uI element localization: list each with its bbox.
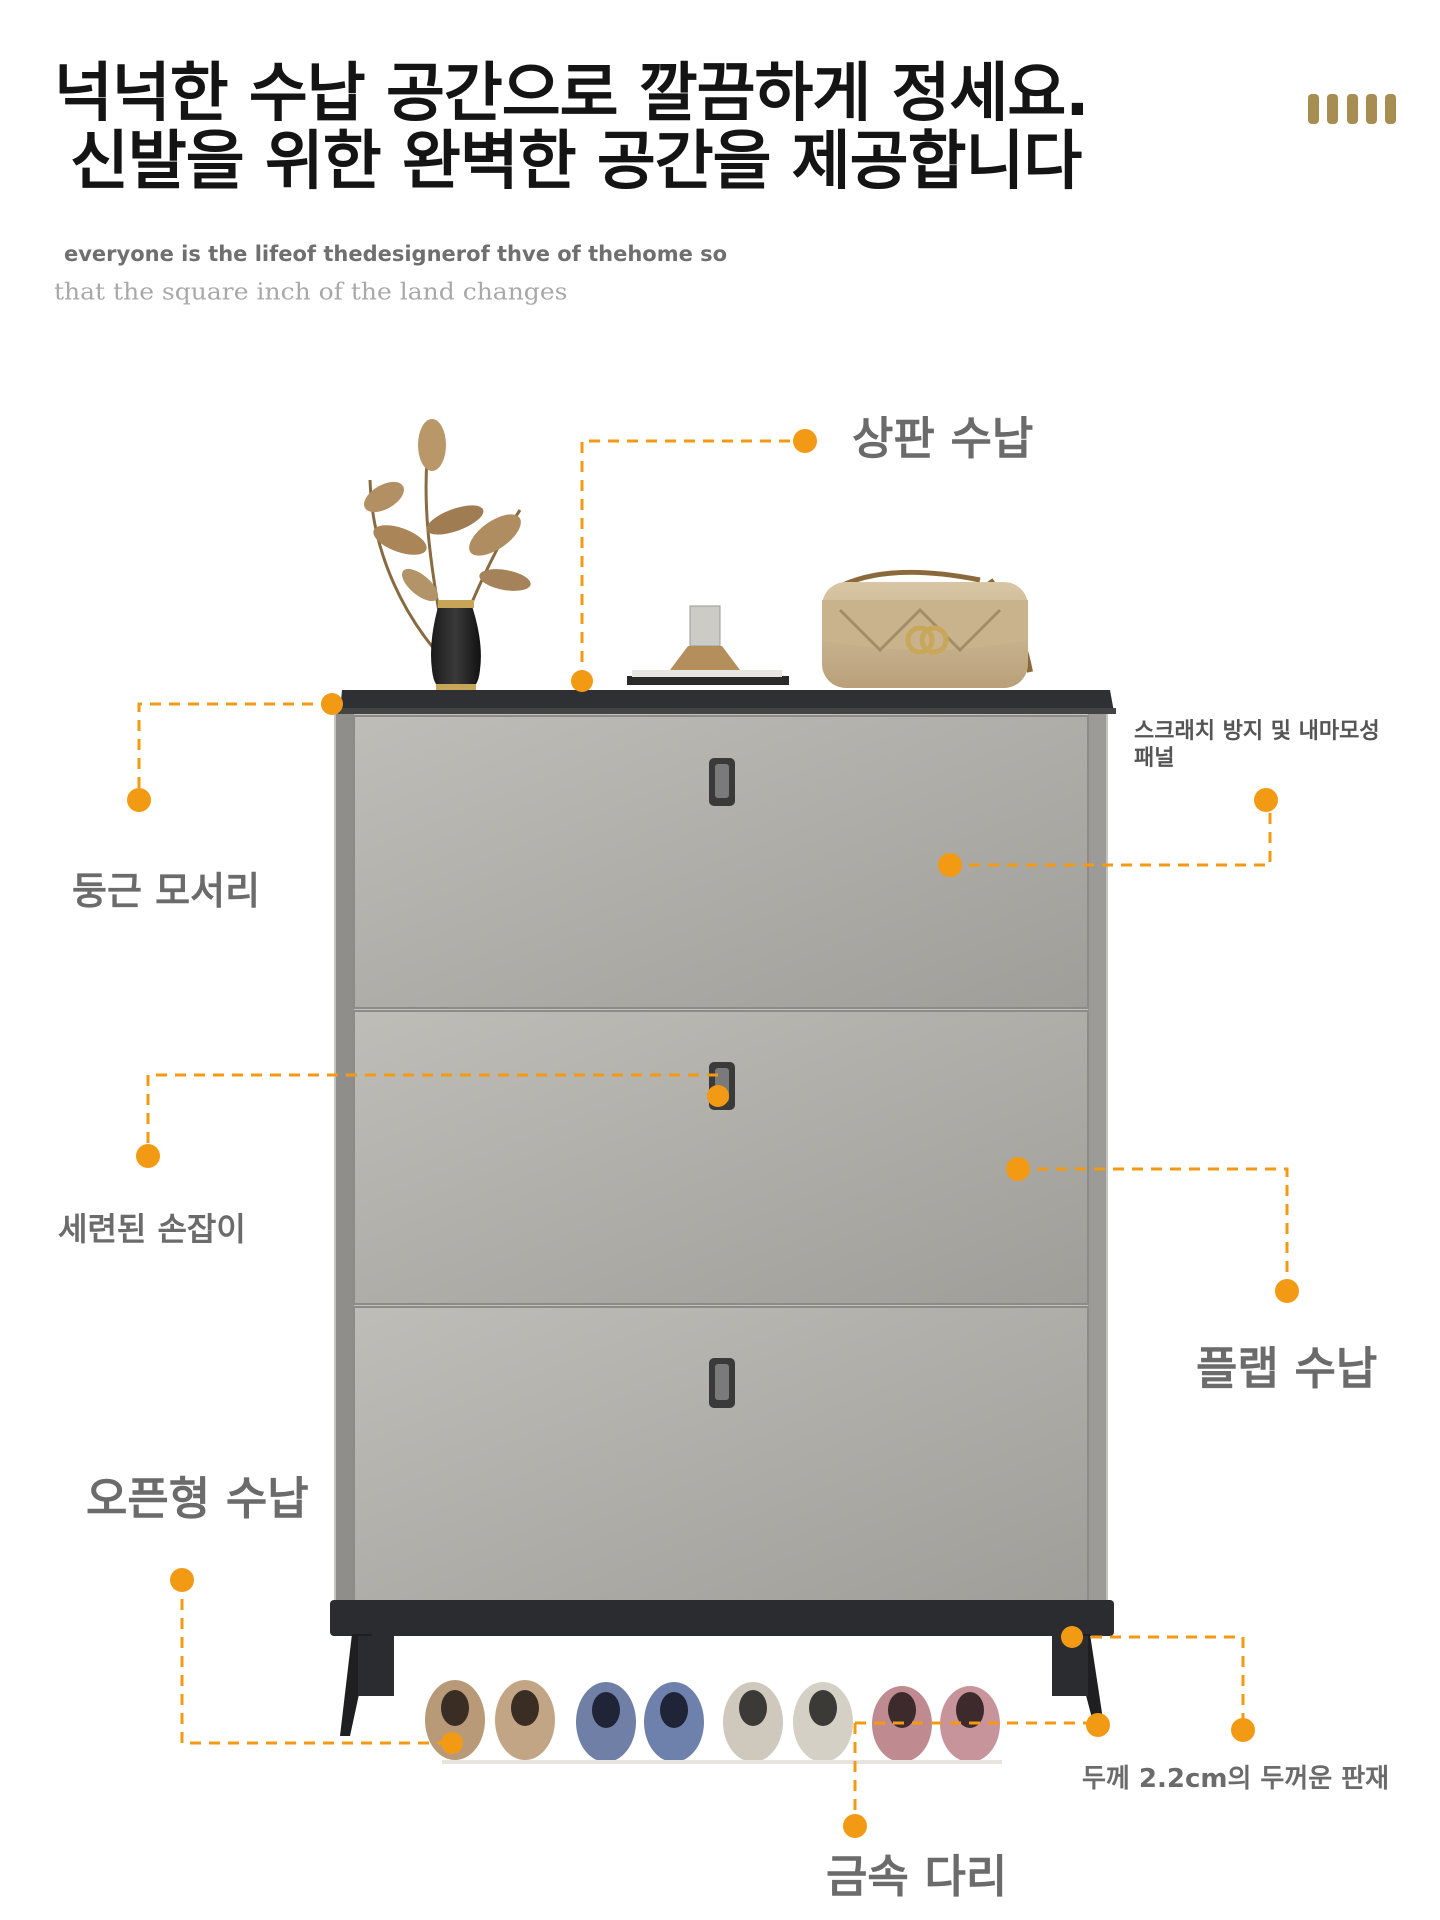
callout-dot-icon	[1061, 1626, 1083, 1648]
callout-lines	[137, 439, 1289, 1826]
callout-metal-legs: 금속 다리	[826, 1850, 1008, 1903]
callout-rounded-corners: 둥근 모서리	[72, 869, 261, 913]
callout-dot-icon	[793, 429, 817, 453]
drawer-bottom	[353, 1306, 1089, 1603]
callout-panel-feature: 스크래치 방지 및 내마모성 패널	[1134, 719, 1380, 771]
drawer-middle	[353, 1010, 1089, 1305]
decorative-bars-icon	[1308, 94, 1396, 124]
callout-dot-icon	[1254, 788, 1278, 812]
callout-dot-icon	[1231, 1718, 1255, 1742]
callout-dot-icon	[1006, 1157, 1030, 1181]
headline-line-1: 넉넉한 수납 공간으로 깔끔하게 정세요.	[54, 57, 1090, 131]
callout-dot-icon	[136, 1144, 160, 1168]
handle-icon	[709, 758, 735, 806]
callout-dot-icon	[938, 853, 962, 877]
callout-dot-icon	[707, 1085, 729, 1107]
handle-icon	[709, 1358, 735, 1408]
callout-dots	[127, 429, 1299, 1838]
tagline-line-2: that the square inch of the land changes	[54, 277, 568, 306]
callout-dot-icon	[441, 1732, 463, 1754]
books-decor	[627, 605, 789, 685]
callout-dot-icon	[843, 1814, 867, 1838]
callout-dot-icon	[571, 670, 593, 692]
callout-dot-icon	[1086, 1713, 1110, 1737]
shoes-row	[425, 1680, 1002, 1764]
callout-dot-icon	[321, 693, 343, 715]
callout-top-storage: 상판 수납	[852, 412, 1034, 465]
callout-dot-icon	[170, 1568, 194, 1592]
callout-dot-icon	[1275, 1279, 1299, 1303]
tagline-line-1: everyone is the lifeof thedesignerof thv…	[64, 242, 728, 266]
callout-flap-storage: 플랩 수납	[1196, 1342, 1378, 1395]
vase-decor	[364, 419, 531, 690]
handbag-decor	[822, 569, 1033, 688]
headline-line-2: 신발을 위한 완벽한 공간을 제공합니다	[70, 125, 1082, 199]
callout-open-storage: 오픈형 수납	[86, 1472, 309, 1525]
callout-thick-board: 두께 2.2cm의 두꺼운 판재	[1082, 1764, 1390, 1794]
callout-dot-icon	[127, 788, 151, 812]
callout-sleek-handle: 세련된 손잡이	[58, 1210, 246, 1248]
shoe-cabinet	[330, 690, 1116, 1736]
